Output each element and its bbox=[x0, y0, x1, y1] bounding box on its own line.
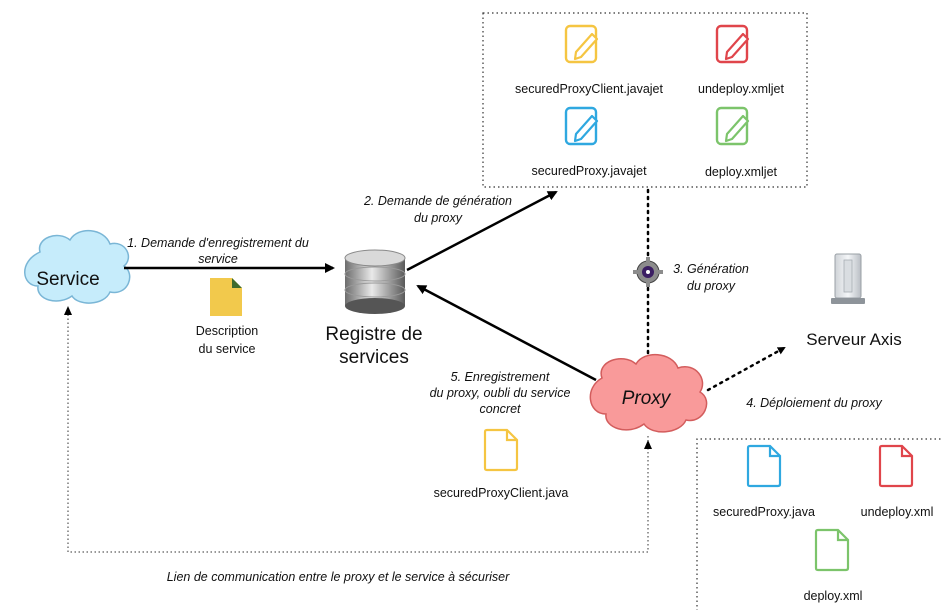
database-icon bbox=[344, 249, 406, 314]
generated-file-deploy: deploy.xml bbox=[804, 528, 863, 603]
service-label: Service bbox=[36, 269, 99, 290]
proxy-node: Proxy bbox=[589, 354, 708, 433]
generated-file-label: undeploy.xml bbox=[861, 505, 934, 519]
template-undeploy: undeploy.xmljet bbox=[698, 24, 784, 96]
file-icon bbox=[878, 444, 914, 488]
generated-file-label: deploy.xml bbox=[804, 589, 863, 603]
server-label: Serveur Axis bbox=[806, 330, 901, 349]
pencil-document-icon bbox=[715, 106, 750, 146]
step5-label-line3: concret bbox=[480, 402, 522, 416]
step5-label-line1: 5. Enregistrement bbox=[451, 370, 550, 384]
step4-label: 4. Déploiement du proxy bbox=[746, 396, 882, 410]
arrow-deployment bbox=[706, 346, 786, 392]
step2-label-line2: du proxy bbox=[414, 211, 463, 225]
description-label-line2: du service bbox=[199, 342, 256, 356]
communication-link-arrowhead-proxy bbox=[644, 440, 652, 449]
generated-files-box bbox=[696, 438, 941, 610]
proxy-label: Proxy bbox=[622, 388, 672, 409]
communication-link-label: Lien de communication entre le proxy et … bbox=[167, 570, 510, 584]
template-securedproxyclient: securedProxyClient.javajet bbox=[515, 24, 664, 96]
cloud-icon bbox=[589, 354, 708, 433]
file-icon bbox=[483, 428, 519, 472]
description-label-line1: Description bbox=[196, 324, 259, 338]
pencil-document-icon bbox=[564, 24, 599, 64]
arrow-register-proxy bbox=[416, 284, 597, 382]
pencil-document-icon bbox=[715, 24, 750, 64]
template-label: securedProxy.javajet bbox=[531, 164, 647, 178]
step3-label-line2: du proxy bbox=[687, 279, 736, 293]
template-label: securedProxyClient.javajet bbox=[515, 82, 664, 96]
gear-cog-icon bbox=[633, 257, 663, 287]
document-icon bbox=[210, 278, 242, 316]
generated-file-securedproxy: securedProxy.java bbox=[713, 444, 815, 519]
communication-link bbox=[67, 312, 649, 553]
step3-label-line1: 3. Génération bbox=[673, 262, 749, 276]
cloud-icon bbox=[24, 230, 131, 304]
communication-link-arrowhead-service bbox=[64, 306, 72, 315]
generated-file-undeploy: undeploy.xml bbox=[861, 444, 934, 519]
templates-box bbox=[482, 12, 808, 188]
pencil-document-icon bbox=[564, 106, 599, 146]
template-label: undeploy.xmljet bbox=[698, 82, 784, 96]
template-deploy: deploy.xmljet bbox=[705, 106, 778, 179]
file-icon bbox=[814, 528, 850, 572]
generated-file-label: securedProxy.java bbox=[713, 505, 815, 519]
step1-label-line1: 1. Demande d'enregistrement du bbox=[127, 236, 309, 250]
step5-label-line2: du proxy, oubli du service bbox=[430, 386, 571, 400]
server-icon bbox=[831, 253, 865, 304]
service-node: Service bbox=[24, 230, 131, 304]
arrow-request-generation bbox=[406, 190, 558, 272]
template-securedproxy: securedProxy.javajet bbox=[531, 106, 647, 178]
template-label: deploy.xmljet bbox=[705, 165, 778, 179]
registered-file-label: securedProxyClient.java bbox=[434, 486, 569, 500]
file-icon bbox=[746, 444, 782, 488]
registry-label-line1: Registre de bbox=[325, 324, 422, 345]
step2-label-line1: 2. Demande de génération bbox=[363, 194, 512, 208]
registry-label-line2: services bbox=[339, 347, 409, 368]
step1-label-line2: service bbox=[198, 252, 238, 266]
